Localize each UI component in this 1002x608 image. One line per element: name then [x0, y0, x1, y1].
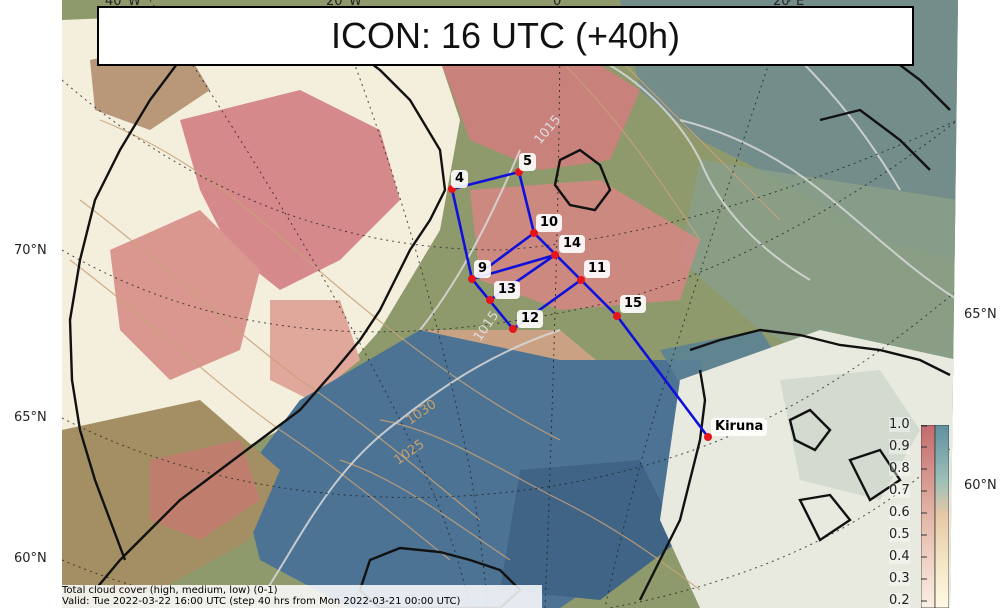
geopotential-contours — [259, 59, 958, 601]
colorbar-tick-1-0: 1.0 — [889, 417, 910, 432]
waypoint-markers — [448, 168, 712, 441]
colorbar-tick-0-3: 0.3 — [889, 571, 910, 586]
waypoint-label-4: 4 — [451, 170, 469, 188]
colorbar — [921, 425, 949, 608]
colorbar-tick-0-9: 0.9 — [889, 439, 910, 454]
colorbar-tick-0-6: 0.6 — [889, 505, 910, 520]
waypoint-label-12: 12 — [517, 310, 544, 328]
waypoint-10[interactable] — [530, 229, 538, 237]
waypoint-13[interactable] — [486, 296, 494, 304]
map-caption: Total cloud cover (high, medium, low) (0… — [60, 585, 542, 608]
waypoint-label-5: 5 — [519, 153, 537, 171]
colorbar-tick-0-5: 0.5 — [889, 527, 910, 542]
lon-label-0: 0° — [553, 0, 568, 9]
waypoint-11[interactable] — [577, 276, 585, 284]
waypoint-label-15: 15 — [620, 295, 647, 313]
waypoint-label-13: 13 — [494, 281, 521, 299]
waypoint-kiruna[interactable] — [704, 433, 712, 441]
colorbar-tick-0-2: 0.2 — [889, 593, 910, 608]
colorbar-tick-0-4: 0.4 — [889, 549, 910, 564]
lat-label-65n-left: 65°N — [14, 410, 47, 425]
colorbar-tick-0-7: 0.7 — [889, 483, 910, 498]
waypoint-14[interactable] — [551, 251, 559, 259]
lat-label-60n-right: 60°N — [964, 478, 997, 493]
caption-field-description: Total cloud cover (high, medium, low) (0… — [62, 585, 278, 596]
waypoint-label-11: 11 — [584, 260, 611, 278]
lon-label-20w: 20°W — [326, 0, 362, 9]
graticule — [62, 0, 958, 608]
waypoint-15[interactable] — [613, 312, 621, 320]
lat-label-70n: 70°N — [14, 243, 47, 258]
map-title: ICON: 16 UTC (+40h) — [97, 6, 914, 66]
waypoint-label-kiruna: Kiruna — [711, 418, 768, 436]
lon-label-40w: 40°W — [105, 0, 141, 9]
lon-label-20e: 20°E — [773, 0, 805, 9]
waypoint-12[interactable] — [509, 325, 517, 333]
waypoint-label-14: 14 — [559, 235, 586, 253]
waypoint-label-9: 9 — [474, 260, 492, 278]
lat-label-65n-right: 65°N — [964, 307, 997, 322]
caption-valid-time: Valid: Tue 2022-03-22 16:00 UTC (step 40… — [62, 596, 461, 607]
colorbar-tick-0-8: 0.8 — [889, 461, 910, 476]
lat-label-60n-left: 60°N — [14, 551, 47, 566]
waypoint-label-10: 10 — [536, 214, 563, 232]
waypoint-9[interactable] — [468, 275, 476, 283]
